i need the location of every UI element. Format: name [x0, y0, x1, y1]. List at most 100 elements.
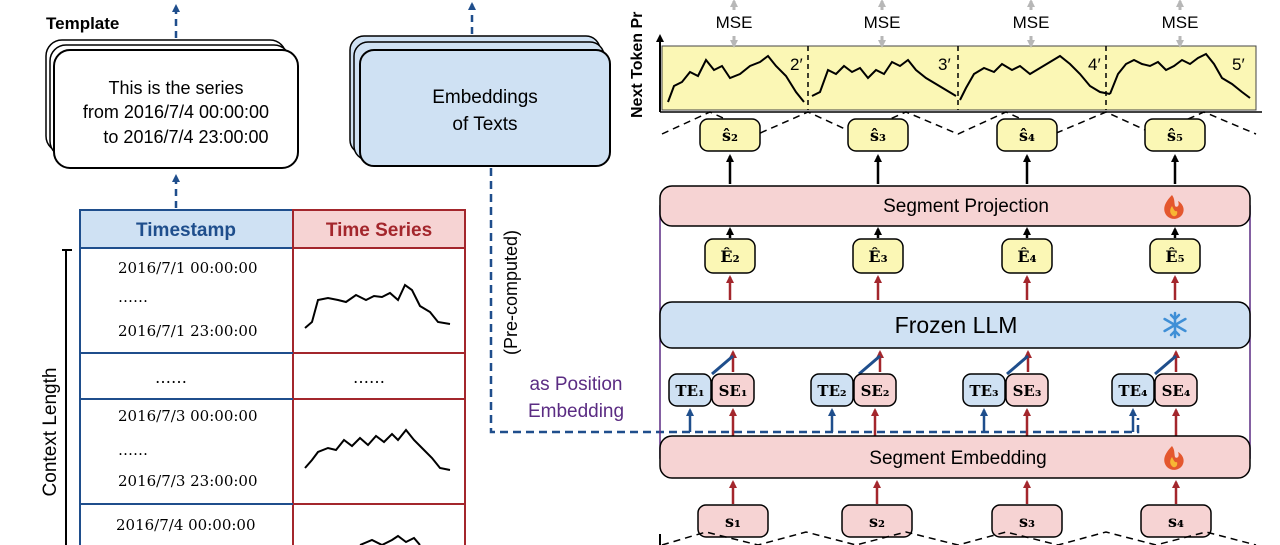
- te-se-tokens: TE₁ SE₁ TE₂ SE₂ TE₃ SE₃ TE₄ SE₄: [668, 373, 1198, 407]
- table-row: …… ……: [155, 368, 385, 387]
- pred-token-box-3: [847, 118, 909, 152]
- pred-token-5: ŝ₅: [1167, 126, 1183, 145]
- se-token-2: SE₂: [861, 382, 890, 400]
- pred-token-2: ŝ₂: [722, 126, 738, 145]
- fire-icon: [1164, 195, 1184, 219]
- embeddings-line-1: Embeddings: [432, 87, 538, 108]
- embed-token-box-2: [704, 238, 756, 274]
- position-label-2: Embedding: [528, 401, 624, 422]
- precomputed-label: (Pre-computed): [501, 230, 521, 355]
- segment-embedding-box: [659, 435, 1251, 479]
- next-token-axis-label: Next Token Pr: [629, 12, 646, 118]
- pred-token-3: ŝ₃: [870, 126, 886, 145]
- row4-ts-start: 2016/7/4 00:00:00: [116, 516, 256, 534]
- embeddings-line-2: of Texts: [452, 114, 517, 135]
- segment-projection-label: Segment Projection: [883, 196, 1049, 217]
- row3-ts-end: 2016/7/3 23:00:00: [118, 472, 258, 490]
- embed-token-5: Ê₅: [1165, 246, 1184, 266]
- context-length-label: Context Length: [40, 368, 61, 497]
- input-token-2: s₂: [869, 512, 885, 531]
- embeddings-card: [359, 49, 611, 167]
- te-token-box-4: [1111, 373, 1155, 407]
- te-token-box-2: [810, 373, 854, 407]
- right-panel: Next Token Pr 2′ 3′ 4′ 5′ MSE MSE MSE MS…: [629, 0, 1262, 545]
- te-token-1: TE₁: [675, 382, 704, 400]
- te-token-box-1: [668, 373, 712, 407]
- mse-arrows: [730, 0, 1184, 48]
- table-row: 2016/7/3 00:00:00 …… 2016/7/3 23:00:00: [118, 407, 451, 490]
- input-token-1: s₁: [725, 512, 741, 531]
- se-token-box-4: [1154, 373, 1198, 407]
- template-block: Template This is the series from 2016/7/…: [45, 4, 299, 208]
- table-row: 2016/7/1 00:00:00 …… 2016/7/1 23:00:00: [118, 259, 451, 340]
- template-line-3: to 2016/7/4 23:00:00: [103, 127, 268, 147]
- se-token-box-2: [853, 373, 897, 407]
- embedding-tokens: Ê₂ Ê₃ Ê₄ Ê₅: [704, 238, 1201, 274]
- row2-gap-right: ……: [353, 368, 385, 387]
- snowflake-icon: [1163, 311, 1187, 339]
- timestamp-header: Timestamp: [136, 220, 236, 241]
- segment-embedding-label: Segment Embedding: [869, 448, 1046, 469]
- te-token-4: TE₄: [1118, 382, 1148, 400]
- pred-token-box-4: [996, 118, 1058, 152]
- time-series-header-cell: [292, 209, 466, 249]
- template-card: [53, 49, 299, 169]
- row3-ts-start: 2016/7/3 00:00:00: [118, 407, 258, 425]
- row1-sparkline: [304, 283, 451, 329]
- embed-token-3: Ê₃: [868, 246, 887, 266]
- row4-sparkline: [359, 534, 421, 545]
- segment-mark-3: 3′: [938, 55, 951, 74]
- te-token-3: TE₃: [969, 382, 998, 400]
- se-token-box-1: [711, 373, 755, 407]
- pred-token-box-5: [1144, 118, 1206, 152]
- te-token-2: TE₂: [817, 382, 846, 400]
- position-label-1: as Position: [530, 374, 623, 395]
- time-series-header: Time Series: [326, 220, 432, 241]
- pred-token-box-2: [699, 118, 761, 152]
- input-tokens: s₁ s₂ s₃ s₄: [697, 504, 1212, 538]
- input-token-box-1: [697, 504, 769, 538]
- mse-label-1: MSE: [716, 13, 753, 32]
- frozen-llm-box: [659, 301, 1251, 349]
- mse-label-4: MSE: [1162, 13, 1199, 32]
- position-embedding-connector: [489, 168, 1140, 434]
- pred-token-4: ŝ₄: [1019, 126, 1035, 145]
- input-token-4: s₄: [1168, 512, 1184, 531]
- fire-icon: [1164, 446, 1184, 470]
- segment-mark-4: 4′: [1088, 55, 1101, 74]
- row1-ts-start: 2016/7/1 00:00:00: [118, 259, 258, 277]
- segment-projection-box: [659, 185, 1251, 227]
- input-token-3: s₃: [1019, 512, 1035, 531]
- segment-mark-5: 5′: [1232, 55, 1245, 74]
- embed-token-4: Ê₄: [1017, 246, 1036, 266]
- embed-token-box-3: [852, 238, 904, 274]
- se-token-4: SE₄: [1162, 382, 1191, 400]
- row2-gap-left: ……: [155, 368, 187, 387]
- embed-token-2: Ê₂: [720, 246, 739, 266]
- prediction-band: [661, 45, 1257, 111]
- mse-group: MSE MSE MSE MSE: [716, 13, 1199, 32]
- row1-ts-end: 2016/7/1 23:00:00: [118, 322, 258, 340]
- input-token-box-2: [841, 504, 913, 538]
- timestamp-table: Timestamp Time Series 2016/7/1 00:00:00 …: [40, 209, 466, 545]
- segment-mark-2: 2′: [790, 55, 803, 74]
- prediction-tokens: ŝ₂ ŝ₃ ŝ₄ ŝ₅: [699, 118, 1206, 152]
- row3-sparkline: [304, 428, 451, 471]
- prediction-connector: [661, 111, 1257, 135]
- row1-ellipsis: ……: [118, 288, 148, 306]
- template-title: Template: [46, 14, 119, 33]
- embed-token-box-4: [1001, 238, 1053, 274]
- template-line-1: This is the series: [108, 78, 243, 98]
- te-token-box-3: [962, 373, 1006, 407]
- mse-label-3: MSE: [1013, 13, 1050, 32]
- se-token-box-3: [1005, 373, 1049, 407]
- input-token-box-4: [1140, 504, 1212, 538]
- se-token-1: SE₁: [719, 382, 748, 400]
- embed-token-box-5: [1149, 238, 1201, 274]
- frozen-llm-label: Frozen LLM: [895, 312, 1018, 338]
- mse-label-2: MSE: [864, 13, 901, 32]
- embeddings-block: Embeddings of Texts (Pre-computed) as Po…: [349, 2, 1140, 434]
- se-token-3: SE₃: [1013, 382, 1042, 400]
- table-row: 2016/7/4 00:00:00: [116, 516, 421, 545]
